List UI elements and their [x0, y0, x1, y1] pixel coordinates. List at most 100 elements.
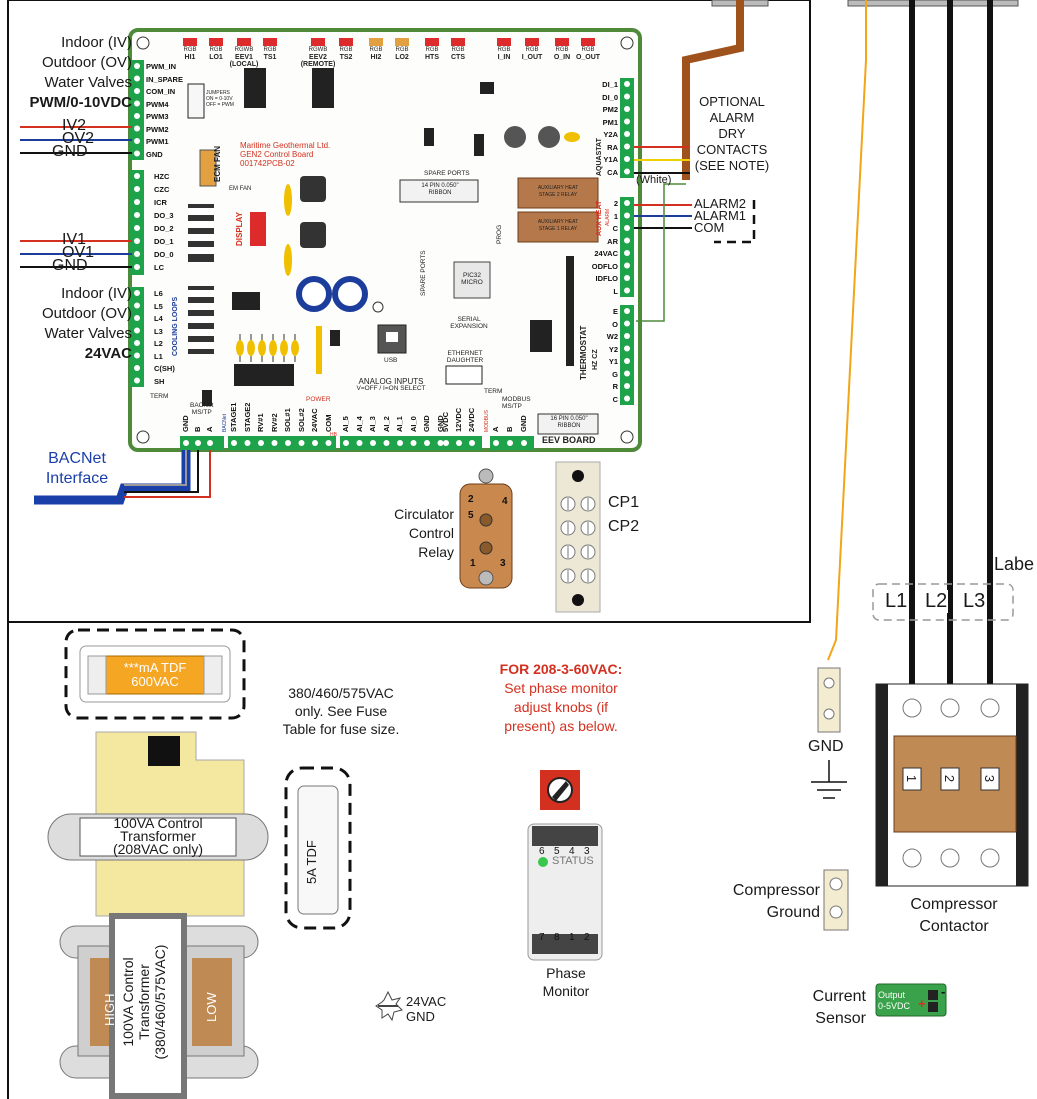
- connector-name: TS1: [263, 54, 277, 61]
- fuse-note: 380/460/575VAC only. See Fuse Table for …: [256, 684, 426, 738]
- cable-entry-b: [847, 0, 1019, 7]
- bacnet-ms-line: MS/TP: [191, 409, 212, 416]
- pin-label: ICR: [154, 198, 167, 207]
- connector-hi1: [183, 38, 197, 46]
- connector-code: RGB: [497, 47, 511, 53]
- fuse-note-line: 380/460/575VAC: [288, 685, 394, 701]
- terminal-screw: [134, 340, 140, 346]
- cp1-label: CP1: [608, 494, 640, 511]
- display-header: [250, 212, 266, 246]
- terminal-screw: [493, 440, 499, 446]
- label-cut-text: Labe: [994, 554, 1035, 574]
- phase-monitor-bottom-terminals: [532, 934, 598, 954]
- connector-name: I_IN: [497, 54, 511, 61]
- board-title: Maritime Geothermal Ltd. GEN2 Control Bo…: [240, 141, 330, 168]
- pin-label: GND: [181, 415, 190, 432]
- xfmr-380-label: 100VA Control Transformer (380/460/575VA…: [120, 918, 168, 1086]
- pin-label: PWM_IN: [146, 62, 176, 71]
- small-fuse: [280, 340, 288, 356]
- terminal-screw: [624, 250, 630, 256]
- label-gnd-b: GND: [52, 257, 88, 274]
- connector-ts1: [263, 38, 277, 46]
- board-hole: [620, 430, 634, 444]
- terminal-screw: [134, 251, 140, 257]
- term-b-label: TERM: [484, 388, 503, 395]
- connector-name: O_OUT: [575, 54, 601, 61]
- small-fuse: [258, 340, 266, 356]
- board-title-line: GEN2 Control Board: [240, 150, 314, 159]
- terminal-screw: [624, 395, 630, 402]
- pin-label: GND: [519, 415, 528, 432]
- connector-o_in: [555, 38, 569, 46]
- chip: [480, 82, 494, 94]
- term-a-label: TERM: [150, 393, 169, 400]
- ethernet-line: DAUGHTER: [446, 357, 484, 364]
- aux-relay-1-label: AUXILIARY HEAT STAGE 1 RELAY: [520, 219, 596, 233]
- contactor-screws: [902, 698, 1000, 868]
- ethernet-header: [445, 365, 483, 385]
- terminal-screw: [134, 365, 140, 371]
- eev-board-label: EEV BOARD: [542, 435, 596, 445]
- terminal-screw: [134, 225, 140, 231]
- fuse-cap: [87, 655, 107, 695]
- wire-ground: [827, 0, 867, 661]
- pin-label: DO_1: [154, 237, 174, 246]
- inductor: [504, 126, 526, 148]
- connector-code: RGB: [395, 47, 409, 53]
- gnd-24-line: 24VAC: [406, 994, 447, 1009]
- relay-slot: [188, 290, 214, 297]
- terminal-screw: [134, 212, 140, 218]
- relay-mount: [478, 570, 494, 586]
- cs-output-line: Output: [878, 990, 906, 1000]
- current-sensor-line: Current: [812, 988, 866, 1005]
- terminal-screw: [325, 440, 332, 446]
- chip: [244, 68, 266, 108]
- terminal-screw: [183, 440, 189, 446]
- ground-screw: [823, 677, 835, 689]
- pin-label: GND: [146, 149, 163, 159]
- aux-line: STAGE 2 RELAY: [538, 192, 578, 198]
- pin-label: L4: [154, 314, 163, 323]
- connector-code: RGB: [369, 47, 383, 53]
- terminal-block-screws: [560, 496, 596, 584]
- hb-label: HB: [330, 432, 337, 438]
- phase-note: FOR 208-3-60VAC: Set phase monitor adjus…: [486, 660, 636, 736]
- phase-monitor-line: Phase: [546, 965, 586, 981]
- contactor-number: 2: [942, 774, 958, 783]
- terminal-block: [555, 461, 601, 613]
- phase-monitor-label: Phase Monitor: [530, 964, 602, 1000]
- contactor-screw-top: [940, 698, 960, 718]
- terminal-strip-right-top: [620, 78, 634, 178]
- l2-label: L2: [924, 590, 949, 613]
- contactor-screw-bottom: [902, 848, 922, 868]
- connector-name: TS2: [339, 54, 353, 61]
- terminal-screw: [195, 440, 201, 446]
- bacnet-label-line: BACNet: [48, 450, 106, 467]
- relay-slot: [188, 303, 214, 310]
- l3-label: L3: [962, 590, 987, 613]
- contactor-number-plate: [940, 767, 960, 791]
- phase-note-line: adjust knobs (if: [513, 699, 609, 715]
- label-24vac: 24VAC: [84, 345, 132, 362]
- phase-note-line: present) as below.: [504, 718, 618, 734]
- label-water-valves: Water Valves: [44, 325, 132, 342]
- pin-label: IN_SPARE: [146, 74, 183, 84]
- contactor-screw-bottom: [940, 848, 960, 868]
- white-blocks: [188, 208, 214, 349]
- pin-label: SOL#2: [296, 408, 306, 432]
- jumpers-label: JUMPERS ON = 0-10V OFF = PWM: [206, 90, 234, 108]
- terminal-screw: [134, 150, 140, 157]
- relay-screw: [479, 541, 493, 555]
- pin-label: L3: [154, 326, 163, 336]
- terminal-screw: [134, 290, 140, 296]
- terminal-screw: [624, 383, 630, 389]
- com-label: COM: [694, 220, 725, 235]
- ecm-fan-header: [199, 149, 217, 187]
- alarm-box-bracket: [714, 200, 756, 244]
- terminal-screw: [624, 333, 630, 339]
- phase-note-line: Set phase monitor: [504, 680, 618, 696]
- pin-label: L1: [154, 351, 163, 361]
- crystal: [284, 184, 292, 216]
- terminal-screw: [383, 440, 390, 446]
- pin-label: Y2: [608, 344, 618, 354]
